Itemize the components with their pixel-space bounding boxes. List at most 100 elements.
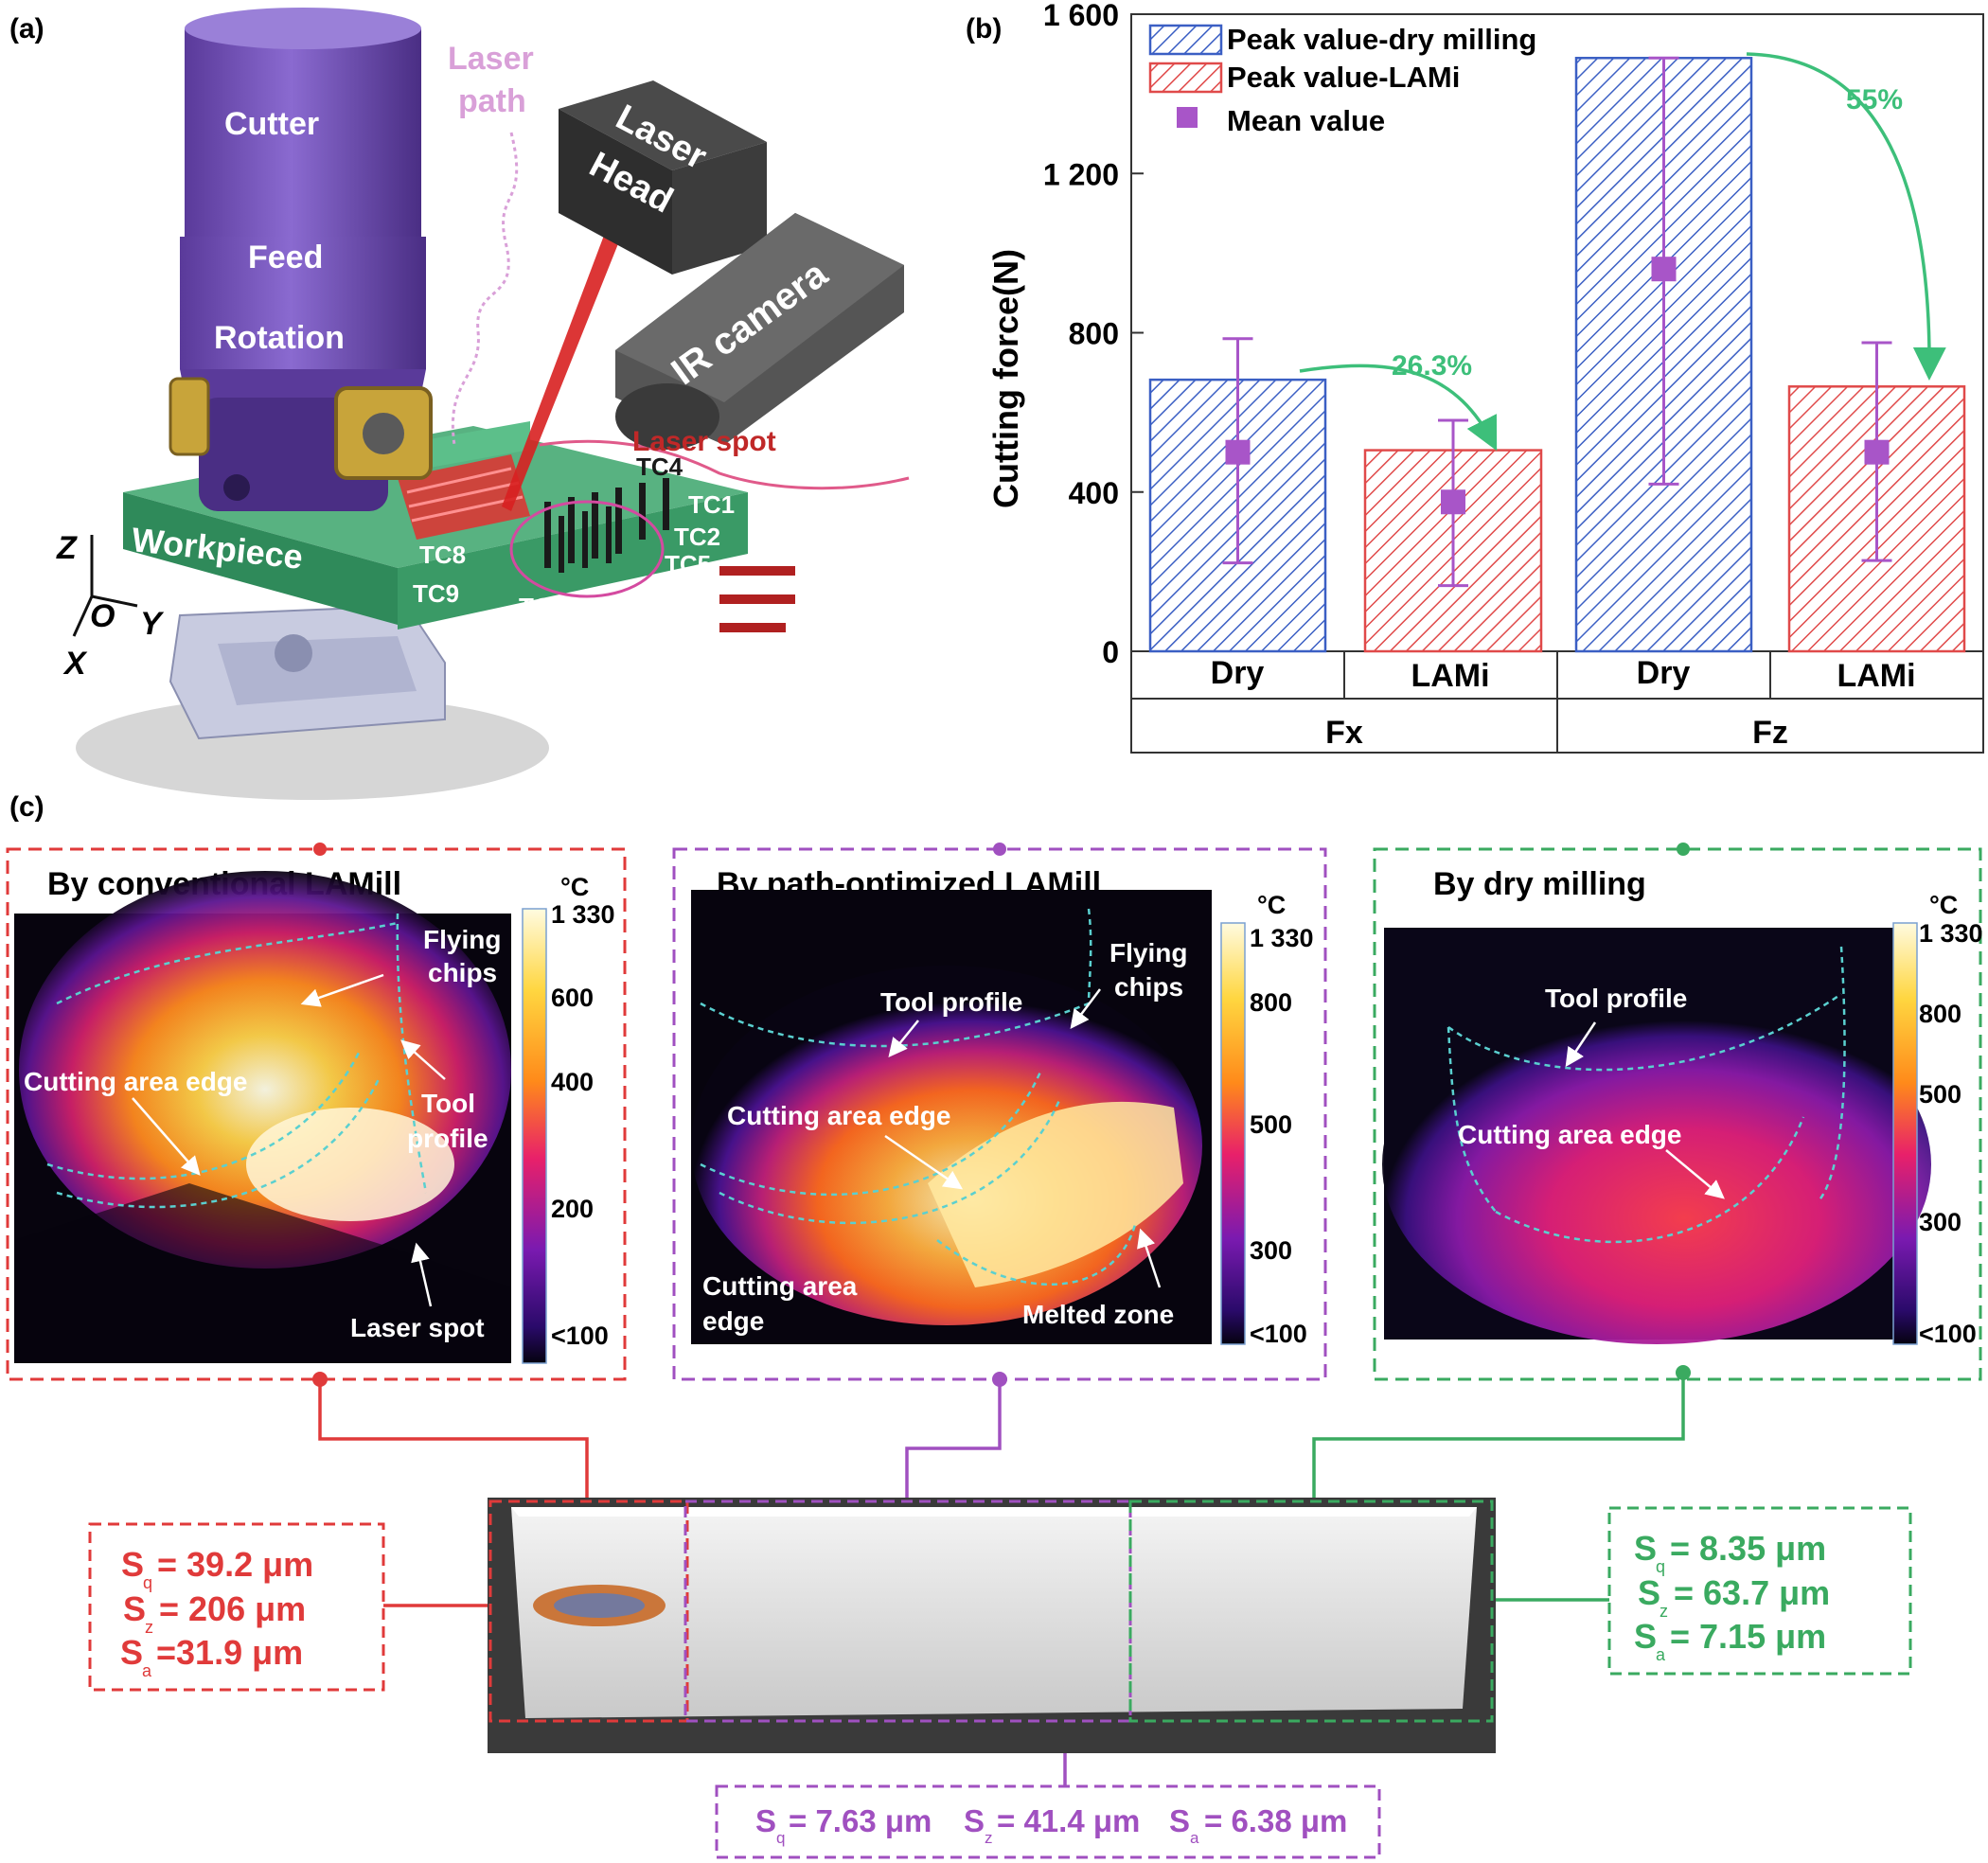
green-sq-sub: q (1656, 1557, 1665, 1576)
purple-sa-sub: a (1190, 1829, 1199, 1847)
legend: Peak value-dry milling Peak value-LAMi M… (1148, 23, 1536, 137)
tc2-label: TC2 (674, 523, 720, 551)
green-sz-sub: z (1660, 1602, 1668, 1621)
category-label: Dry (1637, 655, 1691, 691)
legend-swatch-mean (1177, 107, 1198, 128)
thermal-panel-conventional: By conventional LAMill Flying chips Cutt… (6, 843, 627, 1387)
red-sz-symbol: S (123, 1589, 146, 1628)
mean-marker (1651, 257, 1677, 282)
panel-a-label: (a) (9, 13, 44, 44)
green-sq-symbol: S (1634, 1529, 1657, 1568)
ann-chips-2: chips (1114, 972, 1183, 1002)
red-sa-sub: a (142, 1661, 152, 1680)
green-sa-value: = 7.15 μm (1670, 1617, 1826, 1656)
legend-swatch-lami (1148, 62, 1223, 94)
tc3-label: TC3 (640, 580, 686, 609)
ann-cutting-edge-3: Cutting area edge (1458, 1120, 1681, 1149)
purple-sq-sub: q (776, 1829, 785, 1847)
green-sz-value: = 63.7 μm (1674, 1573, 1830, 1612)
ann-profile-1: profile (407, 1124, 488, 1153)
category-labels: Dry LAMi Dry LAMi (1211, 655, 1916, 694)
roughness-box-red: S q = 39.2 μm S z = 206 μm S a =31.9 μm (88, 1522, 385, 1692)
group-label-fz: Fz (1752, 715, 1788, 751)
colorbar-1-tick-0: 1 330 (551, 900, 615, 929)
colorbar-2 (1220, 922, 1246, 1345)
axis-triad (72, 535, 138, 637)
panel-a: (a) (9, 8, 910, 800)
legend-dry-label: Peak value-dry milling (1227, 23, 1536, 56)
purple-sz-value: = 41.4 μm (997, 1803, 1140, 1838)
green-sq-value: = 8.35 μm (1670, 1529, 1826, 1568)
panel-c: (c) By conventional LAMill Flying chips … (6, 791, 1983, 1859)
ann-flying-1: Flying (423, 925, 501, 954)
bars (1148, 57, 1966, 653)
fx-reduction-label: 26.3% (1392, 350, 1472, 381)
axis-x-label: X (62, 646, 88, 682)
red-sa-value: =31.9 μm (156, 1633, 303, 1672)
laser-spot-ring (509, 500, 665, 598)
laser-path-label-2: path (458, 83, 526, 119)
y-tick-label: 400 (1069, 476, 1119, 510)
laser-spot-trace (539, 439, 910, 490)
mean-marker (1441, 489, 1465, 515)
purple-sz-symbol: S (964, 1803, 985, 1838)
green-sz-symbol: S (1638, 1573, 1660, 1612)
colorbar-2-tick-2: 500 (1250, 1110, 1292, 1139)
colorbar-3-tick-2: 500 (1919, 1080, 1961, 1109)
ann-cutting-edge-2: Cutting area edge (727, 1101, 950, 1130)
legend-mean-label: Mean value (1227, 104, 1385, 137)
ann-chips-1: chips (428, 958, 497, 987)
roughness-box-purple: S q = 7.63 μm S z = 41.4 μm S a = 6.38 μ… (715, 1784, 1381, 1859)
laser-spot-label: Laser spot (632, 426, 776, 457)
ann-tool-1: Tool (421, 1089, 475, 1118)
ann-tool-profile-3: Tool profile (1545, 984, 1687, 1013)
panel-b-label: (b) (966, 13, 1002, 44)
y-axis-label: Cutting force(N) (986, 249, 1025, 508)
thermal-title-3: By dry milling (1433, 866, 1646, 902)
rotation-label: Rotation (214, 320, 345, 356)
colorbar-1-tick-1: 600 (551, 984, 594, 1012)
laser-path-curve (452, 132, 519, 446)
colorbar-3-tick-4: <100 (1919, 1320, 1977, 1348)
tc9-label: TC9 (413, 579, 459, 608)
y-tick-label: 1 600 (1043, 0, 1119, 32)
fz-reduction-arrow (1746, 52, 1946, 381)
ann-edge-2: edge (702, 1306, 764, 1336)
ann-laser-spot-1: Laser spot (350, 1313, 485, 1342)
category-label: LAMi (1837, 658, 1915, 694)
tc8-label: TC8 (419, 541, 466, 569)
colorbar-2-tick-3: 300 (1250, 1236, 1292, 1265)
red-sz-sub: z (145, 1618, 153, 1637)
green-sa-symbol: S (1634, 1617, 1657, 1656)
purple-sq-value: = 7.63 μm (789, 1803, 932, 1838)
purple-sz-sub: z (985, 1829, 993, 1847)
machine-base (76, 604, 549, 800)
green-sa-sub: a (1656, 1645, 1666, 1664)
axis-o-label: O (90, 598, 115, 634)
colorbar-unit-2: °C (1257, 891, 1286, 919)
colorbar-1-tick-4: <100 (551, 1322, 609, 1350)
ir-camera-body (615, 213, 904, 450)
axis-z-label: Z (56, 530, 78, 566)
roughness-box-green: S q = 8.35 μm S z = 63.7 μm S a = 7.15 μ… (1607, 1506, 1912, 1676)
colorbar-2-tick-4: <100 (1250, 1320, 1307, 1348)
colorbar-1-tick-2: 400 (551, 1068, 594, 1096)
laser-beam (502, 225, 625, 511)
feed-label: Feed (248, 240, 323, 275)
ann-tool-profile-2: Tool profile (880, 987, 1022, 1017)
mean-marker (1864, 439, 1890, 465)
colorbar-unit-1: °C (560, 873, 589, 901)
laser-path-label-1: Laser (448, 41, 534, 77)
category-label: LAMi (1411, 658, 1489, 694)
category-label: Dry (1211, 655, 1265, 691)
group-label-fx: Fx (1325, 715, 1363, 751)
colorbar-3 (1892, 922, 1918, 1345)
purple-sa-value: = 6.38 μm (1204, 1803, 1347, 1838)
thermal-frame-red (6, 847, 627, 1381)
tc4-label: TC4 (636, 452, 683, 481)
panel-c-label: (c) (9, 791, 44, 823)
red-sa-symbol: S (120, 1633, 143, 1672)
fz-reduction-label: 55% (1846, 84, 1903, 115)
